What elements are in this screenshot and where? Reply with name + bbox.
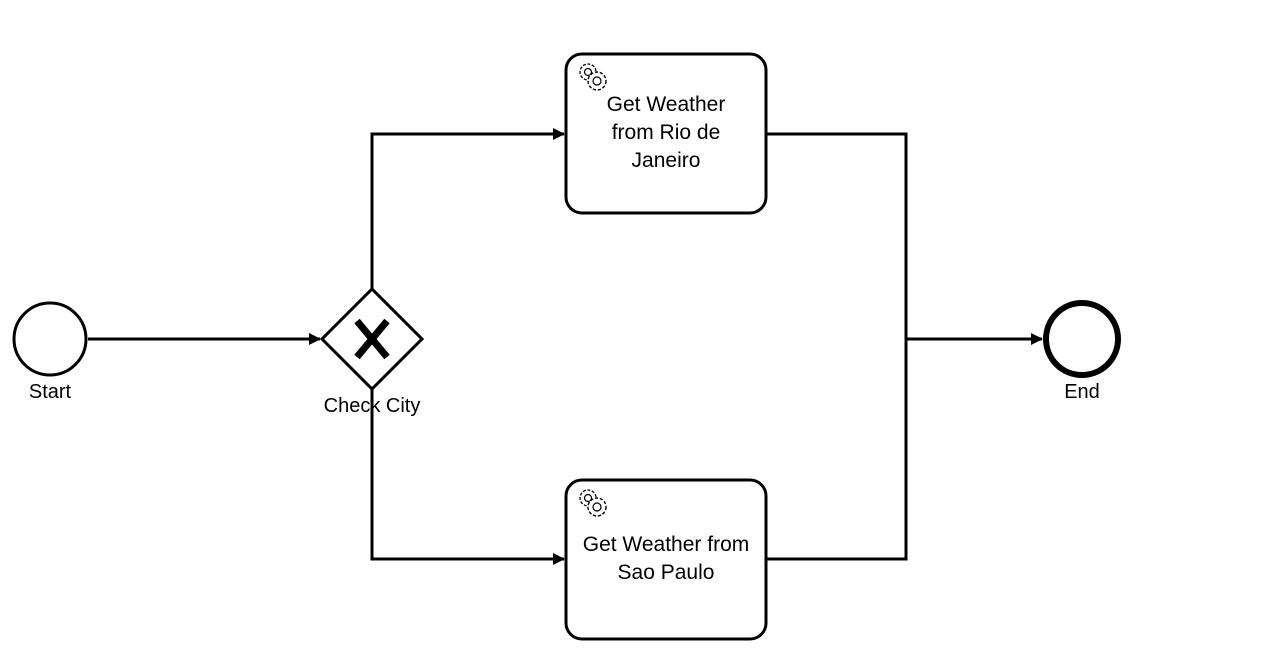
exclusive-gateway[interactable] [319, 286, 425, 392]
end-label: End [1064, 381, 1100, 403]
task-rio[interactable] [564, 52, 768, 215]
sequence-flows [88, 128, 1043, 565]
start-event[interactable] [12, 301, 88, 377]
gateway-x-icon [354, 318, 390, 360]
end-event[interactable] [1043, 300, 1121, 378]
task-rio-label: Get Weather from Rio de Janeiro [606, 93, 726, 172]
task-sp-label: Get Weather from Sao Paulo [582, 533, 750, 584]
task-sp[interactable] [564, 478, 768, 641]
gateway-label: Check City [323, 395, 421, 417]
flow-gateway-to-sp[interactable] [370, 389, 565, 565]
flow-gateway-to-rio[interactable] [370, 128, 565, 289]
start-label: Start [28, 381, 72, 403]
flow-rio-to-join[interactable] [767, 132, 908, 561]
gears-icon [579, 489, 607, 517]
gears-icon [579, 63, 607, 91]
